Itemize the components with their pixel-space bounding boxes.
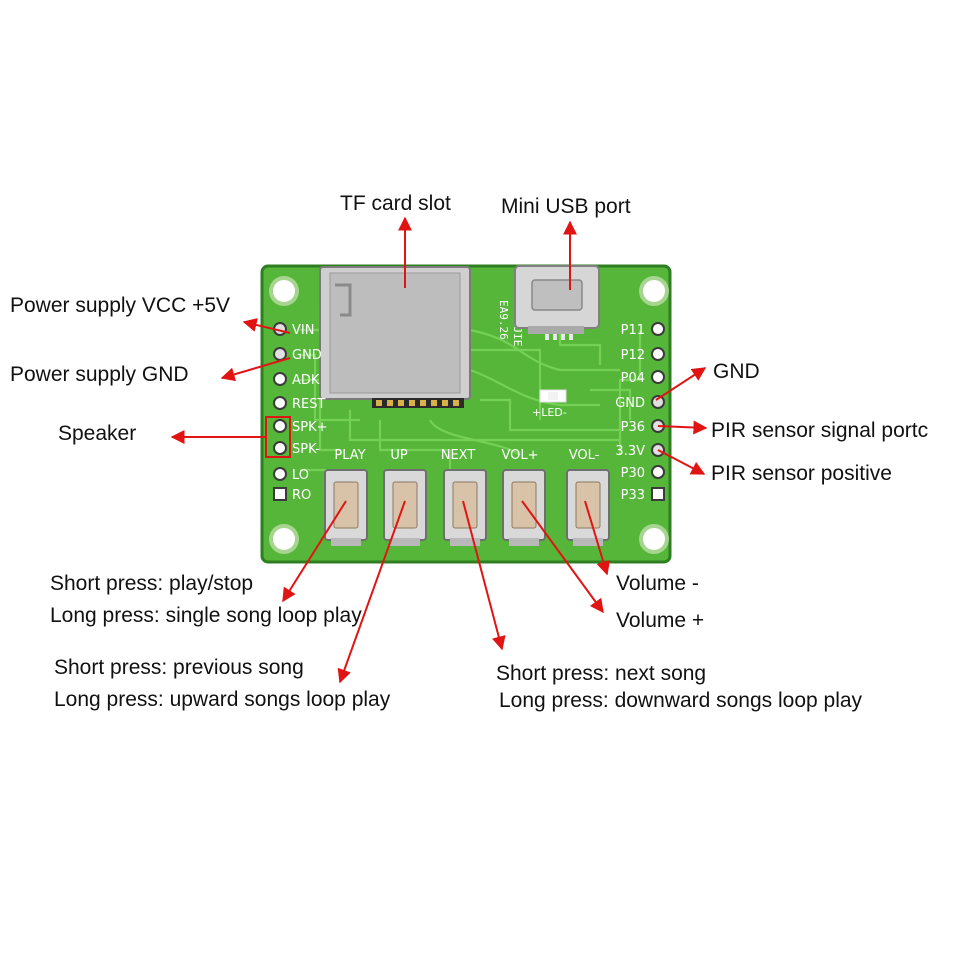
board-id-line1: EA9.26 <box>497 300 510 340</box>
button-label-up: UP <box>390 448 408 463</box>
pin-label: P30 <box>621 466 645 481</box>
led: +LED- <box>532 389 567 419</box>
pad-adk <box>273 372 287 386</box>
led-label: +LED- <box>532 406 567 419</box>
pad-spk-minus <box>273 441 287 455</box>
button-label-next: NEXT <box>441 448 476 463</box>
pin-label: REST <box>292 397 325 412</box>
play-button <box>324 469 368 546</box>
callout-gnd-left: Power supply GND <box>10 363 189 386</box>
tf-card-slot <box>319 266 471 408</box>
arrow-vol-plus <box>521 500 604 614</box>
left-header: VIN GND ADK REST SPK+ SPK- LO RO <box>265 322 328 503</box>
pad-p12 <box>651 347 665 361</box>
callout-up-long: Long press: upward songs loop play <box>54 688 391 711</box>
pad-gnd-left <box>273 347 287 361</box>
pin-label: P12 <box>621 348 645 363</box>
pin-label: 3.3V <box>615 444 645 459</box>
mini-usb-port <box>514 265 600 340</box>
callout-pir-positive: PIR sensor positive <box>711 462 892 485</box>
callout-tf-card: TF card slot <box>340 192 451 215</box>
pad-ro <box>273 487 287 501</box>
callout-vcc: Power supply VCC +5V <box>10 294 231 317</box>
arrow-next <box>462 500 506 651</box>
pad-rest <box>273 396 287 410</box>
vol-minus-button <box>566 469 610 546</box>
button-label-vol-plus: VOL+ <box>501 448 538 463</box>
mounting-holes <box>269 276 669 554</box>
right-header: P11 P12 P04 GND P36 3.3V P30 P33 <box>615 322 665 503</box>
arrow-gnd-left <box>220 357 291 382</box>
pin-label: RO <box>292 488 311 503</box>
callout-speaker: Speaker <box>58 422 137 445</box>
arrow-vcc <box>242 318 291 334</box>
arrow-up <box>337 500 406 684</box>
arrow-vol-minus <box>584 500 611 576</box>
tactile-buttons <box>324 469 610 546</box>
arrow-pir-positive <box>657 449 706 475</box>
arrow-gnd-right <box>655 367 707 401</box>
pad-gnd-right <box>651 395 665 409</box>
pad-p30 <box>651 465 665 479</box>
callout-pir-signal: PIR sensor signal portc <box>711 419 929 442</box>
button-labels: PLAY UP NEXT VOL+ VOL- <box>334 448 599 463</box>
pin-label: SPK+ <box>292 420 328 435</box>
pin-label: ADK <box>292 373 320 388</box>
vol-plus-button <box>502 469 546 546</box>
arrow-play <box>282 500 347 603</box>
callout-up-short: Short press: previous song <box>54 656 304 679</box>
button-label-play: PLAY <box>334 448 365 463</box>
pin-label: P33 <box>621 488 645 503</box>
pin-label: SPK- <box>292 442 320 457</box>
pcb-traces <box>300 298 642 500</box>
up-button <box>383 469 427 546</box>
pin-label: P04 <box>621 371 645 386</box>
pad-spk-plus <box>273 419 287 433</box>
callout-gnd-right: GND <box>713 360 760 383</box>
callout-play-short: Short press: play/stop <box>50 572 254 595</box>
button-label-vol-minus: VOL- <box>569 448 600 463</box>
annotation-arrows <box>170 216 708 684</box>
pin-label: GND <box>615 396 645 411</box>
arrow-pir-signal <box>657 420 708 435</box>
pin-label: GND <box>292 348 322 363</box>
callout-mini-usb: Mini USB port <box>501 195 631 218</box>
pad-p33 <box>651 487 665 501</box>
callout-next-long: Long press: downward songs loop play <box>499 689 863 712</box>
callout-play-long: Long press: single song loop play <box>50 604 362 627</box>
callout-volume-minus: Volume - <box>616 572 699 595</box>
pin-label: VIN <box>292 323 314 338</box>
callout-next-short: Short press: next song <box>496 662 707 685</box>
pad-p04 <box>651 370 665 384</box>
pin-label: P11 <box>621 323 645 338</box>
pad-lo <box>273 467 287 481</box>
pin-label: LO <box>292 468 309 483</box>
pad-p11 <box>651 322 665 336</box>
callout-volume-plus: Volume + <box>616 609 705 632</box>
pin-label: P36 <box>621 420 645 435</box>
